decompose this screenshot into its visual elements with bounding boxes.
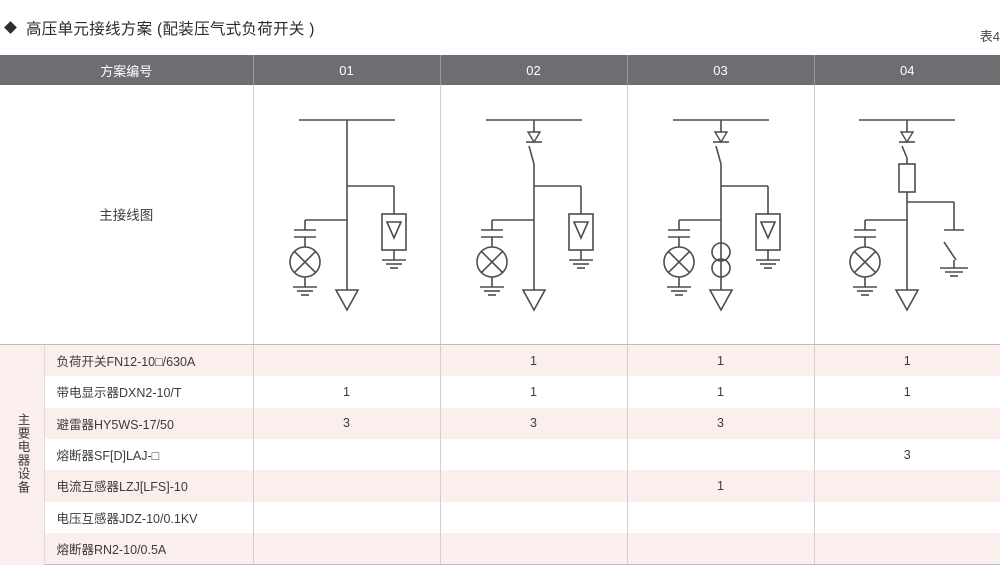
equipment-name: 带电显示器DXN2-10/T (44, 376, 254, 408)
diagram-cell-01 (253, 85, 441, 346)
page-title: 高压单元接线方案 (配装压气式负荷开关 ) (0, 0, 1000, 55)
equipment-row-7: 熔断器RN2-10/0.5A (0, 533, 1000, 565)
diagram-cell-04 (814, 85, 1000, 346)
equipment-section-label-cell: 主要电器设备 (0, 344, 45, 565)
circuit-diagram-03 (662, 119, 781, 312)
equipment-row-3: 避雷器HY5WS-17/50 3 3 3 (0, 407, 1000, 439)
equipment-qty-04: 1 (814, 344, 1000, 377)
main-wiring-diagram-label-cell: 主接线图 (0, 85, 254, 346)
equipment-qty-03: 1 (627, 470, 815, 502)
equipment-qty-01 (253, 438, 441, 471)
equipment-name: 熔断器SF[D]LAJ-□ (44, 438, 254, 471)
equipment-row-1: 主要电器设备 负荷开关FN12-10□/630A 1 1 1 (0, 344, 1000, 565)
equipment-qty-02: 1 (440, 344, 628, 377)
equipment-qty-03 (627, 533, 815, 565)
header-scheme-number-label: 方案编号 (0, 55, 254, 86)
equipment-row-6: 电压互感器JDZ-10/0.1KV (0, 501, 1000, 534)
fuse-icon (898, 163, 917, 194)
main-wiring-diagram-row: 主接线图 (0, 85, 1000, 346)
header-col-04: 04 (900, 62, 915, 78)
diamond-bullet-icon (4, 21, 17, 34)
equipment-qty-01: 1 (253, 376, 441, 408)
equipment-row-2: 带电显示器DXN2-10/T 1 1 1 1 (0, 376, 1000, 408)
load-break-switch-icon (713, 131, 728, 144)
equipment-qty-02: 1 (440, 376, 628, 408)
equipment-qty-03 (627, 501, 815, 534)
page-title-text: 高压单元接线方案 (配装压气式负荷开关 ) (26, 20, 315, 38)
equipment-name: 避雷器HY5WS-17/50 (44, 407, 254, 439)
circuit-diagram-01 (288, 119, 407, 312)
equipment-row-5: 电流互感器LZJ[LFS]-10 1 (0, 470, 1000, 502)
equipment-qty-01 (253, 470, 441, 502)
equipment-qty-04 (814, 501, 1000, 534)
main-wiring-diagram-label: 主接线图 (99, 208, 154, 224)
circuit-diagram-04 (849, 119, 969, 312)
table-header-row: 方案编号 01 02 03 04 (0, 55, 1000, 86)
equipment-name: 电压互感器JDZ-10/0.1KV (44, 501, 254, 534)
equipment-name: 熔断器RN2-10/0.5A (44, 533, 254, 565)
equipment-qty-01 (253, 501, 441, 534)
header-col-03: 03 (627, 55, 815, 86)
load-break-switch-icon (526, 131, 541, 144)
equipment-qty-04: 1 (814, 376, 1000, 408)
diagram-cell-03 (627, 85, 815, 346)
equipment-qty-02 (440, 533, 628, 565)
header-col-02: 02 (440, 55, 628, 86)
diagram-cell-02 (440, 85, 628, 346)
equipment-qty-03: 1 (627, 376, 815, 408)
wiring-scheme-table: 方案编号 01 02 03 04 主接线图 (0, 55, 1000, 565)
equipment-qty-02 (440, 438, 628, 471)
equipment-qty-04 (814, 533, 1000, 565)
header-col-01: 01 (253, 55, 441, 86)
equipment-qty-03 (627, 438, 815, 471)
equipment-qty-03: 1 (627, 344, 815, 377)
equipment-name: 电流互感器LZJ[LFS]-10 (44, 470, 254, 502)
equipment-name: 负荷开关FN12-10□/630A (44, 344, 254, 377)
table-number-label: 表4 (979, 29, 1000, 44)
equipment-qty-01 (253, 344, 441, 377)
equipment-row-4: 熔断器SF[D]LAJ-□ 3 (0, 438, 1000, 471)
equipment-section-label: 主要电器设备 (15, 412, 30, 494)
current-transformer-icon (710, 242, 731, 263)
equipment-qty-02 (440, 501, 628, 534)
equipment-qty-04 (814, 407, 1000, 439)
equipment-qty-02 (440, 470, 628, 502)
equipment-qty-01 (253, 533, 441, 565)
equipment-qty-04 (814, 470, 1000, 502)
equipment-qty-03: 3 (627, 407, 815, 439)
equipment-qty-01: 3 (253, 407, 441, 439)
equipment-qty-02: 3 (440, 407, 628, 439)
load-break-switch-icon (900, 131, 915, 144)
equipment-qty-04: 3 (814, 438, 1000, 471)
circuit-diagram-02 (475, 119, 594, 312)
